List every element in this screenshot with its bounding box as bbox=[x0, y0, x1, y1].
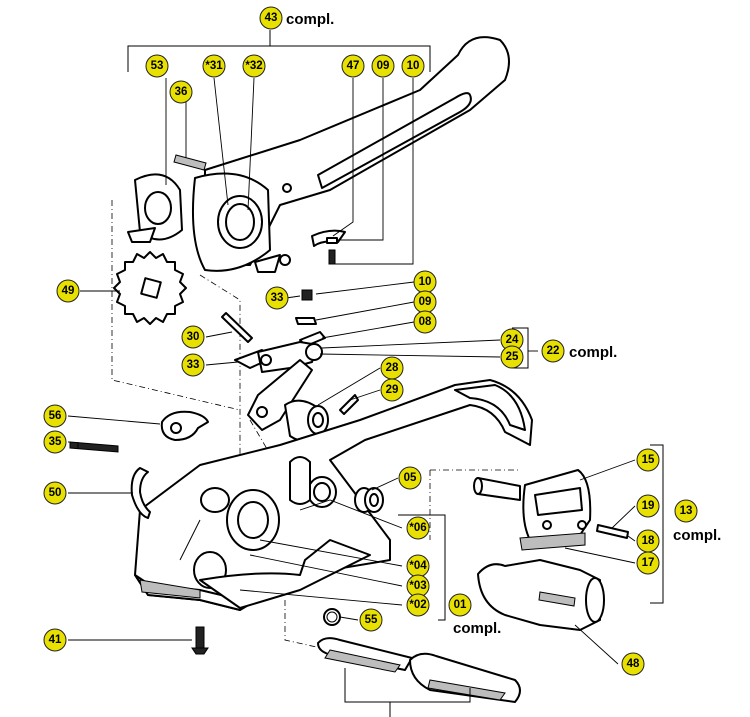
svg-text:*04: *04 bbox=[409, 560, 427, 572]
lever-22-assembly bbox=[234, 341, 323, 431]
svg-text:*32: *32 bbox=[245, 60, 262, 72]
label-30: 30 bbox=[181, 325, 205, 349]
svg-text:36: 36 bbox=[175, 86, 188, 98]
svg-text:29: 29 bbox=[386, 384, 399, 396]
upper-handle-assembly bbox=[127, 36, 510, 273]
label-28: 28 bbox=[380, 356, 404, 380]
svg-text:30: 30 bbox=[187, 331, 200, 343]
label-09: 09 bbox=[413, 290, 437, 314]
svg-text:17: 17 bbox=[642, 557, 655, 569]
label-31: *31 bbox=[202, 54, 226, 78]
svg-text:33: 33 bbox=[187, 359, 200, 371]
label-08: 08 bbox=[413, 310, 437, 334]
label-06: *06 bbox=[406, 516, 430, 540]
svg-text:28: 28 bbox=[386, 362, 399, 374]
svg-text:22: 22 bbox=[547, 345, 560, 357]
svg-text:09: 09 bbox=[377, 60, 390, 72]
svg-text:48: 48 bbox=[627, 658, 640, 670]
svg-text:15: 15 bbox=[642, 454, 655, 466]
label-10: 10 bbox=[413, 270, 437, 294]
svg-text:*31: *31 bbox=[205, 60, 223, 72]
label-33-top: 33 bbox=[265, 286, 289, 310]
svg-text:24: 24 bbox=[506, 334, 519, 346]
svg-text:47: 47 bbox=[347, 60, 360, 72]
label-01: 01 bbox=[448, 593, 472, 617]
svg-text:49: 49 bbox=[62, 285, 75, 297]
label-48: 48 bbox=[621, 652, 645, 676]
svg-text:43: 43 bbox=[265, 12, 278, 24]
washers-05 bbox=[354, 487, 384, 513]
label-33: 33 bbox=[181, 353, 205, 377]
label-56: 56 bbox=[43, 404, 67, 428]
label-05: 05 bbox=[398, 466, 422, 490]
label-32: *32 bbox=[242, 54, 266, 78]
label-41: 41 bbox=[43, 628, 67, 652]
label-02: *02 bbox=[406, 593, 430, 617]
label-09-top: 09 bbox=[371, 54, 395, 78]
bushing-48 bbox=[477, 559, 605, 631]
svg-text:19: 19 bbox=[642, 500, 655, 512]
label-53: 53 bbox=[145, 54, 169, 78]
svg-text:53: 53 bbox=[151, 60, 164, 72]
label-36: 36 bbox=[169, 80, 193, 104]
label-29: 29 bbox=[380, 378, 404, 402]
label-04: *04 bbox=[406, 554, 430, 578]
parts-drawing bbox=[67, 30, 664, 717]
label-50: 50 bbox=[43, 481, 67, 505]
svg-text:13: 13 bbox=[680, 505, 693, 517]
label-10-top: 10 bbox=[401, 54, 425, 78]
label-35: 35 bbox=[43, 430, 67, 454]
label-15: 15 bbox=[636, 448, 660, 472]
screw-35 bbox=[69, 441, 119, 453]
part-labels: 43 compl. 53 *31 *32 47 09 10 36 49 33 1… bbox=[43, 6, 721, 676]
label-55: 55 bbox=[359, 608, 383, 632]
svg-text:56: 56 bbox=[49, 410, 62, 422]
svg-text:33: 33 bbox=[271, 292, 284, 304]
svg-text:10: 10 bbox=[407, 60, 420, 72]
lower-shafts bbox=[317, 637, 521, 703]
gear-49 bbox=[113, 251, 187, 325]
label-22: 22 bbox=[541, 339, 565, 363]
label-03: *03 bbox=[406, 574, 430, 598]
compl-43: compl. bbox=[286, 11, 334, 28]
label-49: 49 bbox=[56, 279, 80, 303]
label-18: 18 bbox=[636, 529, 660, 553]
compl-01: compl. bbox=[453, 620, 501, 637]
label-43: 43 bbox=[259, 6, 283, 30]
label-24: 24 bbox=[500, 328, 524, 352]
label-13: 13 bbox=[674, 499, 698, 523]
label-19: 19 bbox=[636, 494, 660, 518]
svg-text:09: 09 bbox=[419, 296, 432, 308]
base-body-01 bbox=[134, 379, 533, 611]
svg-text:50: 50 bbox=[49, 487, 62, 499]
svg-text:25: 25 bbox=[506, 351, 519, 363]
label-17: 17 bbox=[636, 551, 660, 575]
svg-text:*03: *03 bbox=[409, 580, 426, 592]
label-25: 25 bbox=[500, 345, 524, 369]
svg-text:05: 05 bbox=[404, 472, 417, 484]
svg-text:35: 35 bbox=[49, 436, 62, 448]
svg-text:08: 08 bbox=[419, 316, 432, 328]
svg-text:*06: *06 bbox=[409, 522, 426, 534]
svg-text:55: 55 bbox=[365, 614, 378, 626]
svg-text:01: 01 bbox=[454, 599, 467, 611]
compl-22: compl. bbox=[569, 344, 617, 361]
pin-36 bbox=[173, 154, 207, 171]
svg-text:10: 10 bbox=[419, 276, 432, 288]
label-47: 47 bbox=[341, 54, 365, 78]
pawl-assembly-13 bbox=[473, 469, 629, 551]
spring-28 bbox=[284, 399, 329, 443]
compl-13: compl. bbox=[673, 527, 721, 544]
svg-text:41: 41 bbox=[49, 634, 62, 646]
svg-text:18: 18 bbox=[642, 535, 655, 547]
svg-text:*02: *02 bbox=[409, 599, 426, 611]
